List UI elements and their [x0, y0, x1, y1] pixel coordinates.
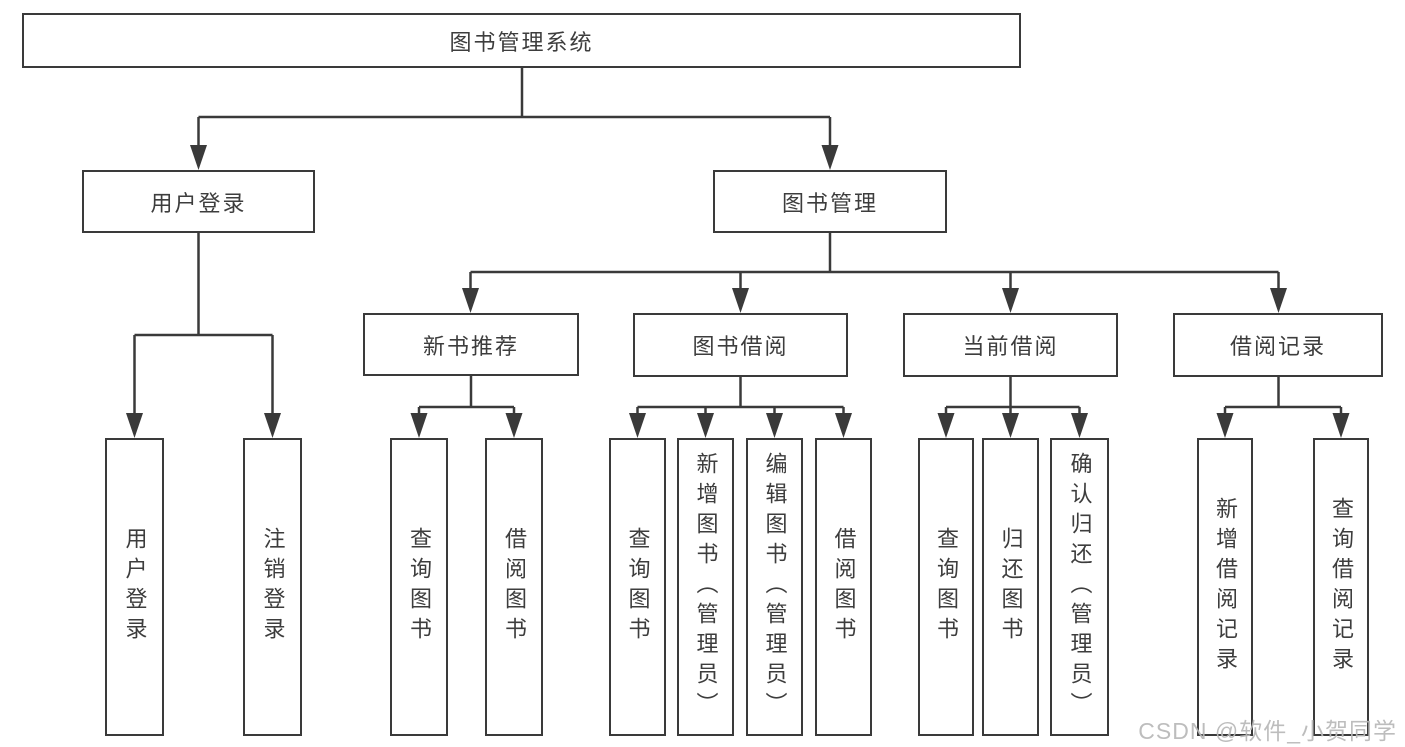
node-current-borrow: 当前借阅 — [903, 313, 1118, 377]
node-br-add: 新增借阅记录 — [1197, 438, 1253, 736]
arrowhead-icon — [1332, 413, 1350, 438]
arrowhead-icon — [190, 145, 207, 170]
node-label-current-borrow: 当前借阅 — [962, 334, 1059, 359]
node-label-rec-borrow: 借阅图书 — [502, 527, 527, 647]
node-label-br-query: 查询借阅记录 — [1329, 497, 1354, 677]
node-book-borrow: 图书借阅 — [633, 313, 848, 377]
arrowhead-icon — [1002, 288, 1019, 313]
arrowhead-icon — [766, 413, 783, 438]
node-book-mgmt: 图书管理 — [713, 170, 947, 233]
node-rec-query: 查询图书 — [390, 438, 448, 736]
node-cb-confirm: 确认归还（管理员） — [1050, 438, 1109, 736]
node-user-login: 用户登录 — [82, 170, 315, 233]
node-label-cb-query: 查询图书 — [934, 527, 959, 647]
node-bb-query: 查询图书 — [609, 438, 666, 736]
node-label-new-book-rec: 新书推荐 — [422, 333, 519, 359]
node-label-book-borrow: 图书借阅 — [692, 334, 789, 359]
node-label-bb-edit: 编辑图书（管理员） — [762, 452, 788, 722]
arrowhead-icon — [821, 145, 839, 170]
node-root: 图书管理系统 — [22, 13, 1021, 68]
node-label-br-add: 新增借阅记录 — [1213, 497, 1238, 677]
arrowhead-icon — [835, 413, 852, 438]
arrowhead-icon — [1270, 288, 1287, 313]
node-cb-query: 查询图书 — [918, 438, 974, 736]
node-rec-borrow: 借阅图书 — [485, 438, 543, 736]
node-label-bb-borrow: 借阅图书 — [831, 527, 857, 647]
node-label-cb-return: 归还图书 — [998, 527, 1024, 647]
node-borrow-record: 借阅记录 — [1173, 313, 1383, 377]
arrowhead-icon — [629, 413, 646, 438]
node-label-book-mgmt: 图书管理 — [781, 190, 878, 216]
arrowhead-icon — [697, 413, 714, 438]
arrowhead-icon — [462, 288, 479, 313]
node-bb-borrow: 借阅图书 — [815, 438, 872, 736]
arrowhead-icon — [126, 413, 143, 438]
node-new-book-rec: 新书推荐 — [363, 313, 579, 376]
node-label-logout: 注销登录 — [260, 527, 286, 647]
node-label-bb-add: 新增图书（管理员） — [693, 452, 719, 722]
node-bb-edit: 编辑图书（管理员） — [746, 438, 803, 736]
node-label-root: 图书管理系统 — [449, 29, 594, 55]
arrowhead-icon — [410, 413, 428, 438]
arrowhead-icon — [732, 288, 749, 313]
node-label-borrow-record: 借阅记录 — [1229, 334, 1326, 359]
node-br-query: 查询借阅记录 — [1313, 438, 1369, 736]
arrowhead-icon — [1216, 413, 1234, 438]
arrowhead-icon — [1002, 413, 1019, 438]
node-logout: 注销登录 — [243, 438, 302, 736]
node-bb-add: 新增图书（管理员） — [677, 438, 734, 736]
node-label-cb-confirm: 确认归还（管理员） — [1067, 452, 1093, 722]
node-label-bb-query: 查询图书 — [625, 527, 651, 647]
arrowhead-icon — [1071, 413, 1088, 438]
csdn-watermark: CSDN @软件_小贺同学 — [1138, 718, 1397, 744]
node-label-user-login: 用户登录 — [150, 190, 247, 216]
node-login: 用户登录 — [105, 438, 164, 736]
node-cb-return: 归还图书 — [982, 438, 1039, 736]
arrowhead-icon — [505, 413, 523, 438]
arrowhead-icon — [264, 413, 281, 438]
node-label-login: 用户登录 — [122, 527, 148, 647]
node-label-rec-query: 查询图书 — [407, 527, 432, 647]
arrowhead-icon — [937, 413, 955, 438]
